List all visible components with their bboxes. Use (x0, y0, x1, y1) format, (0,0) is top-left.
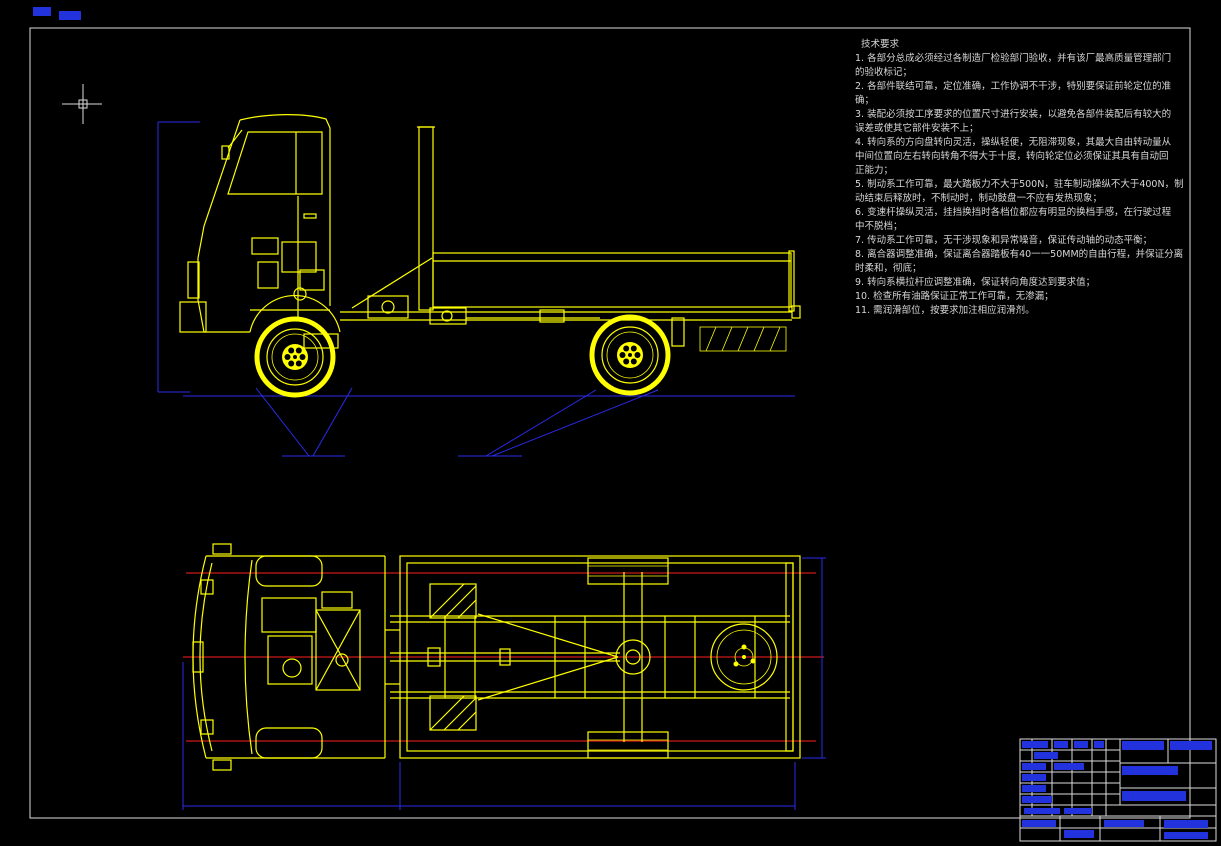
tech-requirement-line: 动结束后释放时，不制动时，制动鼓盘一不应有发热现象； (855, 193, 1103, 204)
tech-requirement-line: 9. 转向系横拉杆应调整准确，保证转向角度达到要求值； (855, 277, 1096, 288)
tech-requirement-line: 10. 检查所有油路保证正常工作可靠，无渗漏； (855, 291, 1054, 302)
tech-requirement-line: 1. 各部分总成必须经过各制造厂检验部门验收，并有该厂最高质量管理部门 (855, 53, 1172, 64)
title-block (1019, 738, 1217, 842)
tech-requirement-line: 8. 离合器调整准确，保证离合器踏板有40一一50MM的自由行程，并保证分离 (855, 249, 1184, 260)
sheet-frame (29, 27, 1191, 819)
tech-requirement-line: 4. 转向系的方向盘转向灵活，操纵轻便，无阻滞现象，其最大自由转动量从 (855, 137, 1172, 148)
tech-requirement-line: 11. 需润滑部位，按要求加注相应润滑剂。 (855, 305, 1035, 316)
front-wheel (254, 316, 336, 398)
rear-wheels-top (587, 557, 669, 759)
tech-requirement-line: 中间位置向左右转向转角不得大于十度，转向轮定位必须保证其具有自动回 (855, 151, 1169, 162)
crosshair-cursor (62, 84, 102, 124)
spare-wheel (710, 623, 778, 691)
tech-requirement-line: 6. 变速杆操纵灵活，挂挡换挡时各档位都应有明显的换档手感，在行驶过程 (855, 207, 1172, 218)
title-block-text-placeholders (1022, 741, 1212, 839)
truck-bed-side (340, 126, 801, 347)
truck-cab-side (179, 114, 341, 349)
tech-requirement-line: 中不脱档； (855, 221, 903, 232)
tech-requirement-line: 误差或使其它部件安装不上； (855, 123, 979, 134)
tech-requirement-line: 7. 传动系工作可靠，无干涉现象和异常噪音，保证传动轴的动态平衡； (855, 235, 1153, 246)
underbody-box (699, 326, 787, 352)
tech-requirements-list: 1. 各部分总成必须经过各制造厂检验部门验收，并有该厂最高质量管理部门的验收标记… (855, 52, 1195, 318)
tech-requirements: 技术要求 1. 各部分总成必须经过各制造厂检验部门验收，并有该厂最高质量管理部门… (855, 38, 1195, 318)
side-view (157, 114, 801, 457)
top-view (182, 543, 826, 810)
tech-requirement-line: 时柔和，彻底； (855, 263, 922, 274)
tech-requirement-line: 5. 制动系工作可靠，最大踏板力不大于500N，驻车制动操纵不大于400N，制 (855, 179, 1184, 190)
rear-wheel (589, 314, 671, 396)
tech-requirement-line: 确； (855, 95, 875, 106)
cargo-bed-top (390, 555, 801, 759)
side-view-dimensions (157, 121, 795, 457)
tech-requirement-line: 正能力； (855, 165, 894, 176)
tech-requirement-line: 2. 各部件联结可靠，定位准确，工作协调不干涉，特别要保证前轮定位的准 (855, 81, 1172, 92)
truck-cab-top (192, 543, 400, 771)
tech-requirement-line: 3. 装配必须按工序要求的位置尺寸进行安装，以避免各部件装配后有较大的 (855, 109, 1172, 120)
tech-requirement-line: 的验收标记； (855, 67, 913, 78)
tech-requirements-title: 技术要求 (861, 39, 900, 50)
viewport-markers (33, 7, 81, 20)
top-view-dimensions (182, 557, 826, 810)
